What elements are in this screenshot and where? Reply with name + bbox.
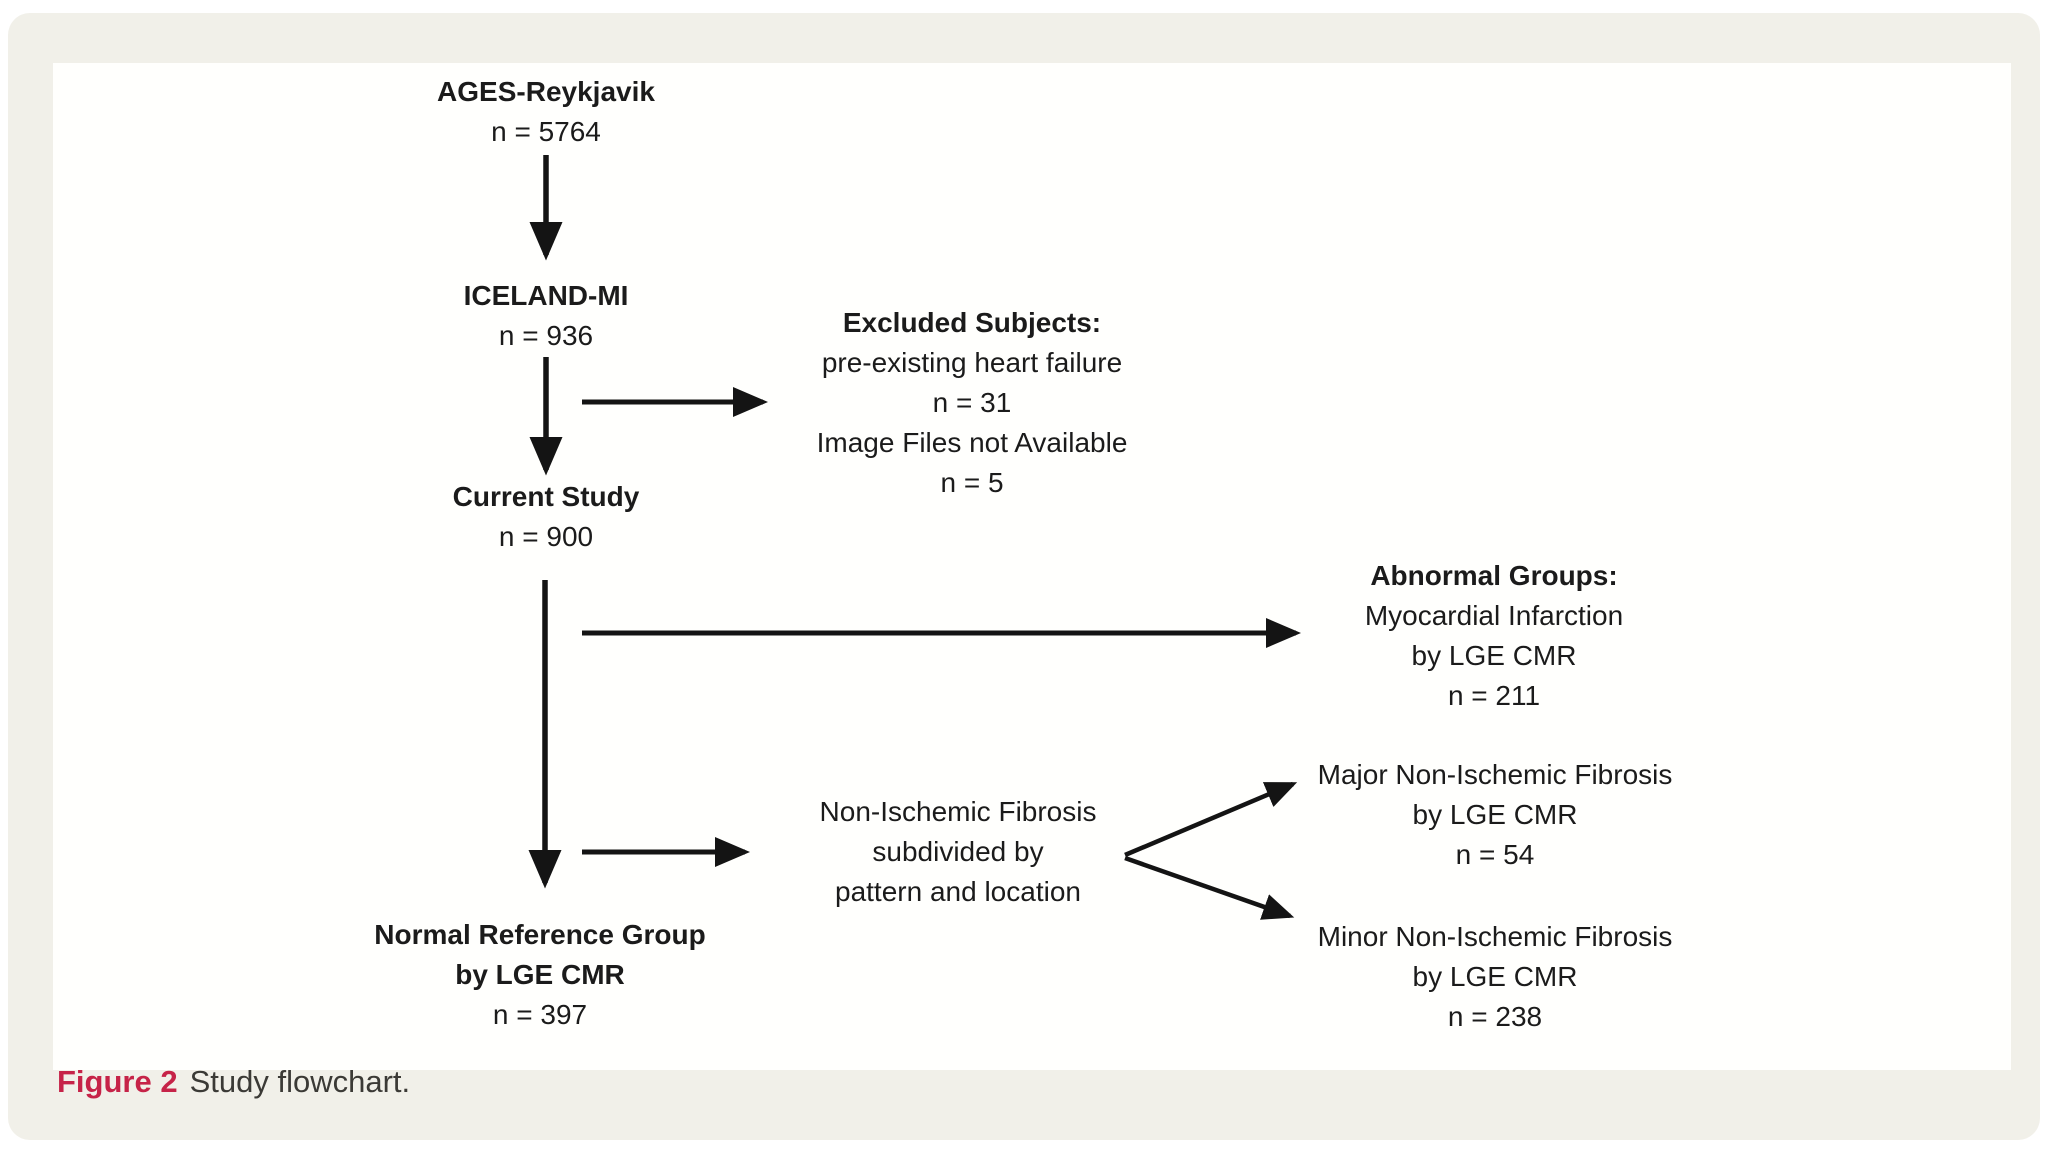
node-iceland-mi: ICELAND-MI n = 936	[464, 276, 629, 356]
node-count: n = 5	[940, 467, 1004, 498]
figure-caption-text: Study flowchart.	[189, 1064, 411, 1099]
node-title: AGES-Reykjavik	[437, 76, 655, 107]
node-minor-fibrosis: Minor Non-Ischemic Fibrosis by LGE CMR n…	[1318, 917, 1673, 1037]
node-excluded-subjects: Excluded Subjects: pre-existing heart fa…	[817, 303, 1128, 503]
node-count: n = 5764	[491, 116, 601, 147]
node-normal-reference-group: Normal Reference Group by LGE CMR n = 39…	[374, 915, 705, 1035]
node-title: ICELAND-MI	[463, 280, 629, 311]
node-title: Normal Reference Group	[374, 919, 706, 950]
node-ages-reykjavik: AGES-Reykjavik n = 5764	[437, 72, 655, 152]
node-major-fibrosis: Major Non-Ischemic Fibrosis by LGE CMR n…	[1318, 755, 1673, 875]
node-line: Minor Non-Ischemic Fibrosis	[1317, 921, 1673, 952]
node-line: by LGE CMR	[455, 959, 625, 990]
node-line: by LGE CMR	[1412, 799, 1578, 830]
node-title: Abnormal Groups:	[1370, 560, 1618, 591]
node-line: pattern and location	[835, 876, 1081, 907]
node-line: pre-existing heart failure	[821, 347, 1123, 378]
figure-card	[8, 13, 2040, 1140]
node-line: by LGE CMR	[1411, 640, 1577, 671]
node-count: n = 936	[498, 320, 594, 351]
node-count: n = 900	[498, 521, 594, 552]
node-count: n = 54	[1455, 839, 1535, 870]
node-line: subdivided by	[872, 836, 1044, 867]
node-abnormal-groups: Abnormal Groups: Myocardial Infarction b…	[1365, 556, 1623, 716]
node-line: Myocardial Infarction	[1364, 600, 1624, 631]
node-count: n = 397	[492, 999, 588, 1030]
figure-caption: Figure 2 Study flowchart.	[57, 1062, 410, 1102]
node-line: Major Non-Ischemic Fibrosis	[1317, 759, 1673, 790]
node-line: by LGE CMR	[1412, 961, 1578, 992]
node-current-study: Current Study n = 900	[453, 477, 640, 557]
node-line: Non-Ischemic Fibrosis	[819, 796, 1097, 827]
figure-caption-label: Figure 2	[57, 1064, 178, 1099]
flowchart-panel	[53, 63, 2011, 1070]
node-count: n = 31	[932, 387, 1012, 418]
node-title: Current Study	[452, 481, 640, 512]
node-non-ischemic-fibrosis: Non-Ischemic Fibrosis subdivided by patt…	[820, 792, 1097, 912]
node-count: n = 238	[1447, 1001, 1543, 1032]
node-title: Excluded Subjects:	[842, 307, 1102, 338]
node-count: n = 211	[1447, 680, 1541, 711]
node-line: Image Files not Available	[816, 427, 1128, 458]
